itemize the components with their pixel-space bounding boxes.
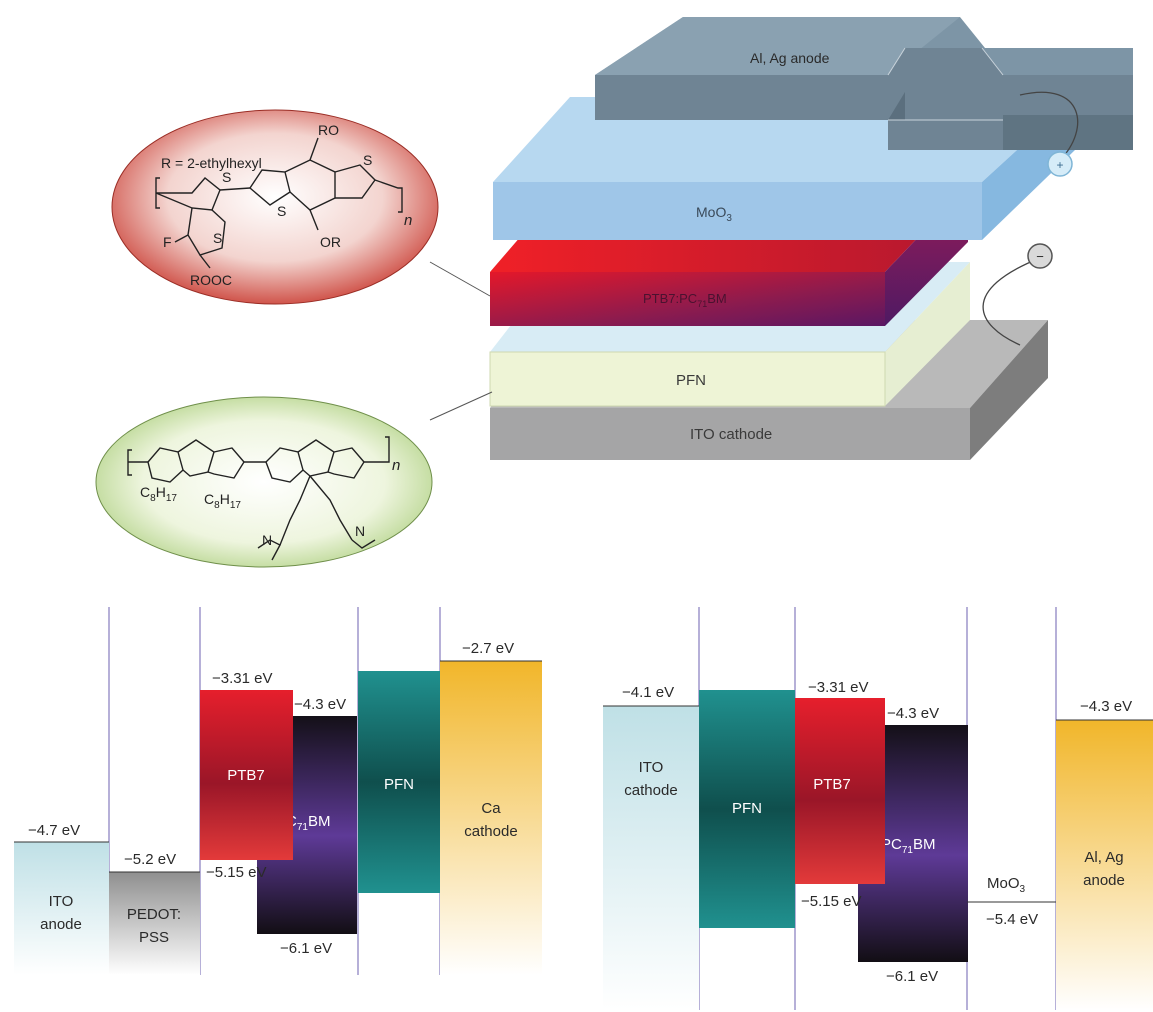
anode-layer-label: Al, Ag anode <box>750 50 830 66</box>
bar-pfn-left <box>358 671 440 893</box>
ptb7-top-left: −3.31 eV <box>212 670 272 687</box>
callout-line-active <box>429 261 491 297</box>
ito-cathode-level: −4.1 eV <box>622 684 674 701</box>
pfn-n: n <box>392 457 400 474</box>
cathode-wire <box>982 257 1041 346</box>
ptb7-bonds <box>155 137 403 269</box>
bar-ptb7 <box>200 690 293 860</box>
ca-label-2: cathode <box>464 823 517 840</box>
svg-text:−: − <box>1036 249 1044 264</box>
minus-terminal: − <box>1027 243 1053 269</box>
pcbm-bottom-right: −6.1 eV <box>886 968 938 985</box>
pcbm-top-left: −4.3 eV <box>294 696 346 713</box>
bar-ito-anode <box>14 842 109 975</box>
alag-label-2: anode <box>1083 872 1125 889</box>
ptb7-label-left: PTB7 <box>227 767 265 784</box>
ptb7-rooc: ROOC <box>190 272 232 288</box>
callout-line-pfn <box>429 391 493 421</box>
ito-cathode-label-1: ITO <box>639 759 664 776</box>
moo3-label: MoO3 <box>987 875 1026 895</box>
active-layer-label: PTB7:PC71BM <box>643 291 727 309</box>
ptb7-label-right: PTB7 <box>813 776 851 793</box>
pfn-label-left: PFN <box>384 776 414 793</box>
pedot-level: −5.2 eV <box>124 851 176 868</box>
energy-diagram-right: −4.1 eV ITO cathode PFN −4.3 eV −6.1 eV … <box>603 607 1153 1010</box>
moo3-layer-label: MoO3 <box>696 204 732 224</box>
ptb7-structure: R = 2-ethylhexyl S S S S RO OR F ROOC n <box>111 109 439 305</box>
ito-cathode-label: ITO cathode <box>690 426 772 443</box>
pfn-structure: C8H17 C8H17 N N n <box>95 396 433 568</box>
svg-text:+: + <box>1056 158 1063 172</box>
ito-anode-level: −4.7 eV <box>28 822 80 839</box>
pfn-layer-label: PFN <box>676 372 706 389</box>
bar-ptb7-right <box>795 698 885 884</box>
ptb7-bottom-right: −5.15 eV <box>801 893 861 910</box>
pedot-label-1: PEDOT: <box>127 906 181 923</box>
bar-alag <box>1056 720 1153 1010</box>
ptb7-n: n <box>404 212 412 229</box>
ptb7-ro: RO <box>318 122 339 138</box>
moo3-level: −5.4 eV <box>986 911 1038 928</box>
ptb7-or: OR <box>320 234 341 250</box>
pfn-bonds <box>127 436 390 561</box>
pedot-label-2: PSS <box>139 929 169 946</box>
svg-text:S: S <box>363 152 372 168</box>
bar-ito-cathode <box>603 706 699 1010</box>
pfn-n-right: N <box>355 523 365 539</box>
bar-ca <box>440 661 542 975</box>
ptb7-f: F <box>163 234 172 250</box>
pfn-label-right: PFN <box>732 800 762 817</box>
plus-terminal: + <box>1047 151 1073 177</box>
alag-level: −4.3 eV <box>1080 698 1132 715</box>
ptb7-r-definition: R = 2-ethylhexyl <box>161 155 262 171</box>
pfn-c8h17-left: C8H17 <box>140 484 177 504</box>
pfn-n-left: N <box>262 532 272 548</box>
ca-label-1: Ca <box>481 800 501 817</box>
pcbm-top-right: −4.3 eV <box>887 705 939 722</box>
ptb7-top-right: −3.31 eV <box>808 679 868 696</box>
anode-wire <box>1019 91 1079 161</box>
ca-level: −2.7 eV <box>462 640 514 657</box>
ptb7-bottom-left: −5.15 eV <box>206 864 266 881</box>
svg-text:S: S <box>213 230 222 246</box>
alag-label-1: Al, Ag <box>1084 849 1123 866</box>
pcbm-bottom-left: −6.1 eV <box>280 940 332 957</box>
pfn-c8h17-right: C8H17 <box>204 491 241 511</box>
bar-pedot <box>109 872 200 975</box>
svg-text:S: S <box>222 169 231 185</box>
ito-anode-label-1: ITO <box>49 893 74 910</box>
energy-diagram-left: −4.7 eV ITO anode −5.2 eV PEDOT: PSS −4.… <box>14 607 542 975</box>
pcbm-label-right: PC71BM <box>881 836 935 856</box>
ito-cathode-label-2: cathode <box>624 782 677 799</box>
device-stack: ITO cathode PFN PTB7:PC71BM MoO3 <box>429 17 1133 460</box>
ito-anode-label-2: anode <box>40 916 82 933</box>
bar-pfn-right <box>699 690 795 928</box>
svg-text:S: S <box>277 203 286 219</box>
anode-layer: Al, Ag anode <box>595 17 1133 150</box>
